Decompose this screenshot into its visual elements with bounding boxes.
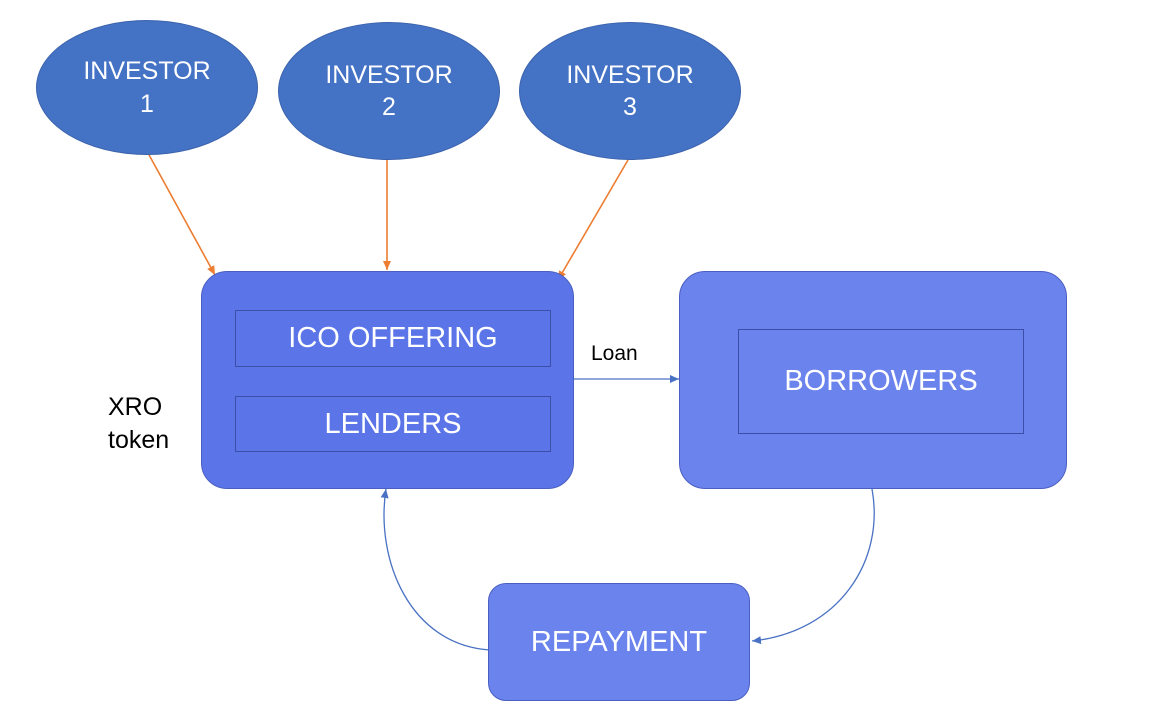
borrowers-label: BORROWERS bbox=[784, 365, 978, 397]
xro-token-line-1: XRO bbox=[108, 393, 163, 421]
repayment-box: REPAYMENT bbox=[488, 583, 750, 701]
arrow-borrowers-to-repayment bbox=[751, 488, 875, 645]
investor-1-node: INVESTOR 1 bbox=[36, 20, 258, 155]
investor-3-node: INVESTOR 3 bbox=[519, 22, 741, 160]
arrow-investor-3 bbox=[557, 159, 629, 281]
investor-3-number: 3 bbox=[623, 93, 637, 121]
investor-1-title: INVESTOR bbox=[83, 57, 211, 85]
investor-2-node: INVESTOR 2 bbox=[278, 22, 500, 160]
xro-token-label: XRO token bbox=[108, 391, 169, 457]
arrow-repayment-to-lenders bbox=[380, 488, 491, 651]
investor-2-number: 2 bbox=[382, 93, 396, 121]
arrow-investor-1 bbox=[147, 152, 216, 276]
ico-lenders-box: ICO OFFERING LENDERS bbox=[201, 271, 574, 489]
lenders-panel: LENDERS bbox=[235, 396, 551, 452]
repayment-label: REPAYMENT bbox=[530, 625, 708, 658]
investor-1-number: 1 bbox=[140, 89, 154, 118]
lenders-label: LENDERS bbox=[324, 407, 462, 440]
investor-3-title: INVESTOR bbox=[566, 60, 694, 89]
xro-token-line-2: token bbox=[108, 426, 170, 454]
borrowers-box: BORROWERS bbox=[679, 271, 1067, 489]
ico-offering-label: ICO OFFERING bbox=[288, 322, 498, 354]
loan-label: Loan bbox=[591, 342, 638, 365]
ico-offering-panel: ICO OFFERING bbox=[235, 310, 551, 367]
repayment-panel: REPAYMENT bbox=[489, 584, 749, 700]
investor-2-title: INVESTOR bbox=[325, 60, 453, 89]
borrowers-panel: BORROWERS bbox=[738, 329, 1024, 434]
